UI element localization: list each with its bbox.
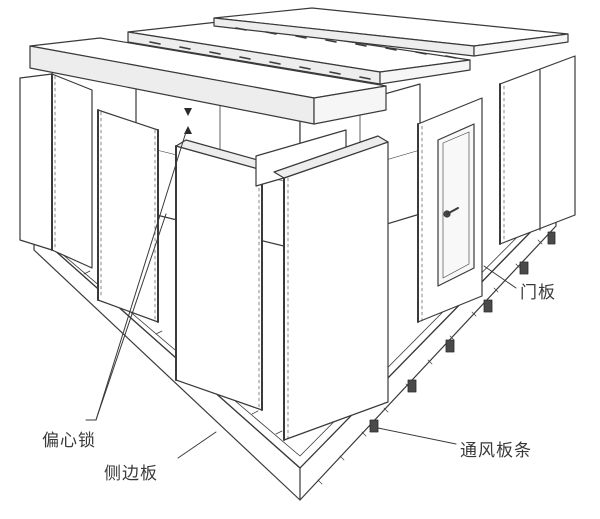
- label-eccentric-lock: 偏心锁: [42, 431, 96, 451]
- front-left-panel: [175, 139, 273, 411]
- leader-ventilation: [377, 427, 457, 445]
- label-ventilation-strip: 通风板条: [460, 441, 532, 461]
- leader-lock-1: [95, 131, 187, 421]
- ventilation-strips: [369, 231, 556, 433]
- lock-arrow-down-icon: [184, 108, 192, 116]
- front-right-panel: [255, 129, 389, 441]
- door-handle-icon: [443, 207, 459, 218]
- label-side-panel: 侧边板: [104, 464, 158, 484]
- ceiling-dashes: [149, 41, 371, 80]
- leader-lock-2: [95, 213, 167, 421]
- leader-side-panel: [177, 431, 217, 459]
- label-door-panel: 门板: [520, 283, 556, 303]
- ceiling-dashes-back: [235, 27, 457, 59]
- door-panel: [417, 97, 483, 323]
- right-rear-panels: [499, 55, 576, 245]
- leader-door-panel: [483, 265, 517, 289]
- leader-lines: [85, 131, 517, 459]
- ceiling-panels: [29, 7, 569, 125]
